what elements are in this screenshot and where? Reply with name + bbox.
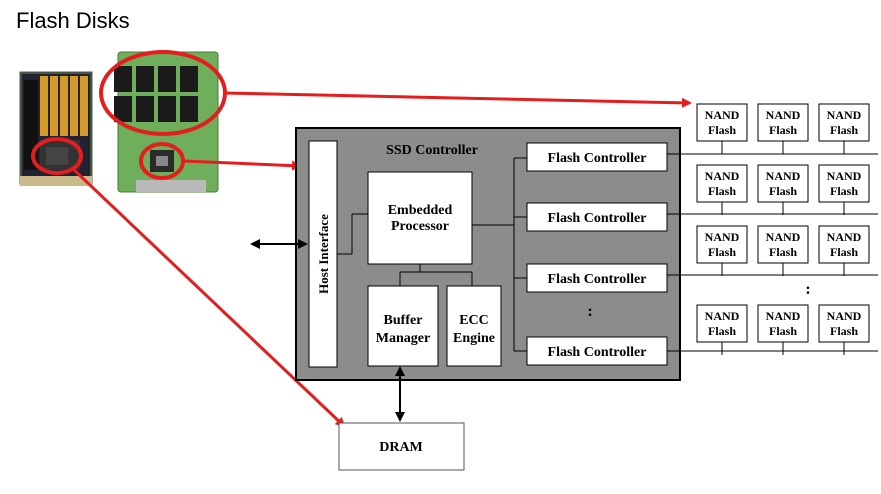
nand-chip-box <box>757 164 809 203</box>
nand-chip-label-line2: Flash <box>708 184 736 198</box>
nand-ellipsis: : <box>805 281 810 298</box>
nand-chip-label-line1: NAND <box>827 169 862 183</box>
nand-chip-label-line2: Flash <box>708 324 736 338</box>
nand-chip-box <box>757 103 809 142</box>
flash-controller-3 <box>526 263 668 293</box>
dram-label: DRAM <box>379 440 423 455</box>
nand-chip-label-line1: NAND <box>705 108 740 122</box>
nand-chip-label-line2: Flash <box>769 324 797 338</box>
nand-chip-label-line1: NAND <box>827 230 862 244</box>
nand-grid: NANDFlashNANDFlashNANDFlashNANDFlashNAND… <box>696 103 870 355</box>
flash-controller-4-label: Flash Controller <box>548 345 647 360</box>
nand-chip-label-line1: NAND <box>705 169 740 183</box>
ecc-engine-line1: ECC <box>459 313 489 328</box>
controller-arrow <box>183 159 302 171</box>
internal-bus <box>337 157 527 352</box>
nand-chip-label-line1: NAND <box>766 230 801 244</box>
flash-controller-3-label: Flash Controller <box>548 272 647 287</box>
nand-chip-label-line2: Flash <box>769 245 797 259</box>
flash-controller-2 <box>526 202 668 232</box>
buffer-manager-line2: Manager <box>376 331 430 346</box>
nand-chip-label-line2: Flash <box>830 324 858 338</box>
ssd-controller-title: SSD Controller <box>386 143 478 158</box>
nand-chip-label-line2: Flash <box>769 123 797 137</box>
nand-chip-label-line1: NAND <box>766 108 801 122</box>
flash-controller-2-label: Flash Controller <box>548 211 647 226</box>
flash-controller-1 <box>526 142 668 172</box>
nand-chip-box <box>757 225 809 264</box>
nand-chip-label-line1: NAND <box>827 309 862 323</box>
nand-arrow <box>223 91 692 108</box>
embedded-processor-box <box>367 171 473 265</box>
nand-chip-box <box>696 304 748 343</box>
msata-controller-highlight <box>31 137 83 175</box>
nand-chip-box <box>696 103 748 142</box>
nand-chip-label-line2: Flash <box>769 184 797 198</box>
sata-ssd-board-photo <box>114 51 219 193</box>
nand-chip-label-line1: NAND <box>705 230 740 244</box>
nand-chip-box <box>818 164 870 203</box>
flash-controller-4 <box>526 336 668 366</box>
flash-controller-1-label: Flash Controller <box>548 151 647 166</box>
slide-title: Flash Disks <box>16 8 130 33</box>
nand-chip-label-line1: NAND <box>766 309 801 323</box>
nand-channels <box>667 153 878 352</box>
dram-arrow <box>70 166 346 428</box>
nand-chip-box <box>757 304 809 343</box>
nand-chip-label-line2: Flash <box>830 123 858 137</box>
nand-chip-label-line1: NAND <box>766 169 801 183</box>
nand-chip-label-line2: Flash <box>830 245 858 259</box>
nand-chip-box <box>818 103 870 142</box>
controller-ellipsis: : <box>587 303 592 320</box>
ecc-engine-box <box>446 285 502 367</box>
nand-chip-box <box>696 164 748 203</box>
host-interface-box <box>308 140 338 368</box>
nand-chip-label-line2: Flash <box>830 184 858 198</box>
nand-chip-label-line2: Flash <box>708 245 736 259</box>
msata-board-photo <box>19 71 93 186</box>
nand-chip-label-line1: NAND <box>705 309 740 323</box>
processor-label-line1: Embedded <box>388 203 453 218</box>
ecc-engine-line2: Engine <box>453 331 495 346</box>
nand-chip-box <box>696 225 748 264</box>
nand-chip-box <box>818 304 870 343</box>
dram-box <box>338 422 465 471</box>
nand-chip-label-line1: NAND <box>827 108 862 122</box>
processor-label-line2: Processor <box>391 219 449 234</box>
buffer-manager-line1: Buffer <box>384 313 423 328</box>
nand-chip-box <box>818 225 870 264</box>
ssd-controller-highlight <box>139 142 185 180</box>
nand-chip-label-line2: Flash <box>708 123 736 137</box>
host-interface-label: Host Interface <box>316 214 331 294</box>
buffer-manager-box <box>367 285 439 367</box>
